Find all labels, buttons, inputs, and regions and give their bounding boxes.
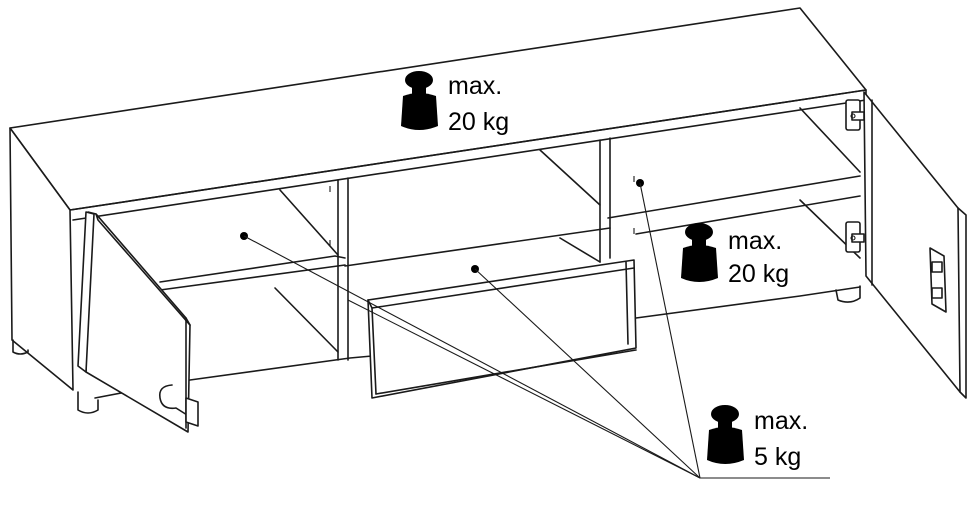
right-door [845,91,967,399]
shelf-label-line2: 20 kg [728,260,789,288]
top-label-line2: 20 kg [448,108,509,136]
weight-icon [401,71,438,130]
right-shelf [607,175,861,219]
left-door-handle [158,384,196,421]
weight-callout-shelf: max. 20 kg [681,223,789,288]
cabinet-left-side [9,127,74,391]
left-shelf [159,255,346,283]
callout-lines [240,179,830,479]
weight-callout-top: max. 20 kg [401,71,509,136]
left-foot [77,391,99,414]
right-foot [835,285,861,303]
right-door-handle [929,247,947,313]
left-door [77,211,199,433]
weight-icon [681,223,718,282]
cabinet-body [9,7,867,414]
hinge-bottom-icon [845,221,865,253]
hinge-top-icon [845,99,865,131]
inside-label-line2: 5 kg [754,443,801,471]
weight-callout-inside: max. 5 kg [707,405,808,471]
shelf-label-line1: max. [728,227,782,255]
weight-icon [707,405,744,464]
inside-label-line1: max. [754,407,808,435]
top-label-line1: max. [448,72,502,100]
center-flap [367,259,637,399]
